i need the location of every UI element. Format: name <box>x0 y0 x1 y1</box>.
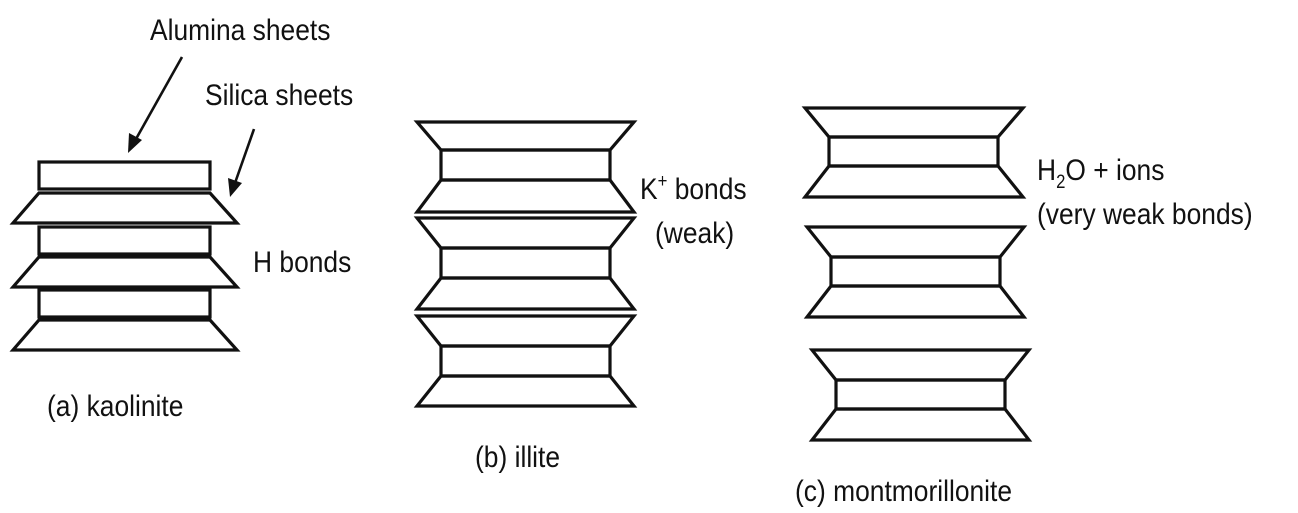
illite-unit-2 <box>413 216 638 311</box>
kaolinite-structure <box>9 160 241 352</box>
illite-top-silica-1 <box>413 120 638 152</box>
k-plus-superscript: + <box>658 170 668 191</box>
illite-alumina-3 <box>439 344 612 378</box>
montmorillonite-caption: (c) montmorillonite <box>795 473 1012 507</box>
k-bonds-label: K+ bonds <box>640 170 747 205</box>
illite-unit-3 <box>413 314 638 408</box>
k-bonds-word: bonds <box>667 171 746 205</box>
montmorillonite-bottom-silica-1 <box>801 164 1027 199</box>
montmorillonite-unit-1 <box>801 106 1027 199</box>
illite-alumina-2 <box>439 246 612 280</box>
alumina-sheets-label: Alumina sheets <box>150 12 330 46</box>
kaolinite-alumina-sheet-1 <box>37 160 212 191</box>
montmorillonite-unit-3 <box>808 348 1033 442</box>
illite-top-silica-3 <box>413 314 638 348</box>
illite-caption: (b) illite <box>475 439 560 473</box>
very-weak-bonds-label: (very weak bonds) <box>1037 196 1253 230</box>
silica-arrow-shaft <box>233 128 256 184</box>
kaolinite-silica-sheet-3 <box>9 318 241 352</box>
k-symbol: K <box>640 171 658 205</box>
silica-sheets-label: Silica sheets <box>205 77 353 111</box>
montmorillonite-alumina-1 <box>827 135 1000 168</box>
montmorillonite-bottom-silica-3 <box>808 407 1033 442</box>
illite-bottom-silica-3 <box>413 374 638 408</box>
h2o-ions-label: H2O + ions <box>1037 152 1164 192</box>
montmorillonite-bottom-silica-2 <box>803 284 1028 319</box>
h2o-h: H <box>1037 152 1056 186</box>
kaolinite-silica-sheet-2 <box>9 255 241 289</box>
h2o-subscript: 2 <box>1056 171 1065 192</box>
montmorillonite-unit-2 <box>803 225 1028 319</box>
alumina-arrow-head <box>128 133 142 153</box>
montmorillonite-top-silica-1 <box>801 106 1027 139</box>
montmorillonite-alumina-2 <box>829 255 1002 288</box>
alumina-arrow-shaft <box>134 56 184 140</box>
kaolinite-silica-sheet-1 <box>9 191 241 225</box>
silica-arrow-head <box>228 178 242 197</box>
h2o-rest: O + ions <box>1065 152 1164 186</box>
illite-unit-1 <box>413 120 638 214</box>
montmorillonite-structure <box>801 106 1033 442</box>
weak-label: (weak) <box>655 215 734 249</box>
kaolinite-alumina-sheet-2 <box>37 225 212 256</box>
h-bonds-label: H bonds <box>253 244 351 278</box>
illite-bottom-silica-1 <box>413 178 638 214</box>
kaolinite-alumina-sheet-3 <box>37 288 212 319</box>
montmorillonite-top-silica-2 <box>803 225 1028 259</box>
montmorillonite-top-silica-3 <box>808 348 1033 382</box>
illite-alumina-1 <box>439 148 612 182</box>
illite-structure <box>413 120 638 408</box>
illite-bottom-silica-2 <box>413 276 638 311</box>
alumina-arrow <box>128 56 184 153</box>
kaolinite-caption: (a) kaolinite <box>47 388 183 422</box>
montmorillonite-alumina-3 <box>834 378 1007 411</box>
illite-top-silica-2 <box>413 216 638 250</box>
silica-arrow <box>228 128 256 197</box>
